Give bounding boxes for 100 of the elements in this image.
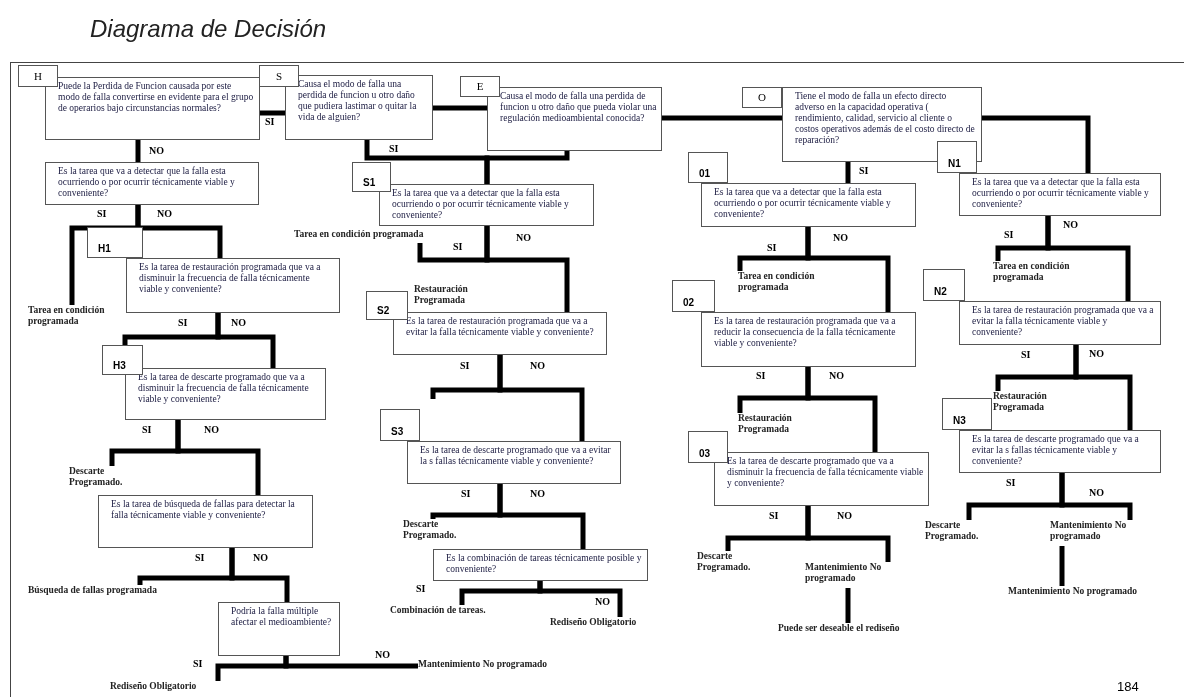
code-tag: H1 bbox=[87, 227, 143, 258]
outcome-text: Descarte Programado. bbox=[697, 551, 763, 577]
connector-line bbox=[283, 656, 418, 669]
edge-label: NO bbox=[203, 425, 220, 435]
connector-line bbox=[1059, 546, 1065, 586]
edge-label: NO bbox=[529, 361, 546, 371]
question-box: Es la tarea que va a detectar que la falla esta ocurriendo o por ocurrir técnicamente viable y conveniente? bbox=[45, 162, 259, 205]
edge-label: NO bbox=[529, 489, 546, 499]
outcome-text: Mantenimiento No programado bbox=[418, 659, 568, 673]
edge-label: SI bbox=[452, 242, 464, 252]
connector-line bbox=[484, 151, 570, 184]
code-tag: S bbox=[259, 65, 299, 87]
edge-label: NO bbox=[832, 233, 849, 243]
question-box: Podría la falla múltiple afectar el medioambiente? bbox=[218, 602, 340, 656]
edge-label: SI bbox=[96, 209, 108, 219]
edge-label: SI bbox=[194, 553, 206, 563]
edge-label: NO bbox=[1088, 488, 1105, 498]
code-tag: O bbox=[742, 87, 782, 108]
connector-line bbox=[1059, 473, 1133, 520]
outcome-text: Mantenimiento No programado bbox=[805, 562, 897, 588]
edge-label: NO bbox=[252, 553, 269, 563]
connector-line bbox=[537, 581, 623, 617]
connector-line bbox=[805, 506, 891, 562]
connector-line bbox=[805, 227, 891, 312]
question-box: Puede la Perdida de Funcion causada por este modo de falla convertirse en evidente para el grupo de operarios bajo circunstancias normales? bbox=[45, 77, 260, 140]
outcome-text: Restauración Programada bbox=[993, 391, 1068, 417]
connector-line bbox=[135, 140, 141, 162]
edge-label: SI bbox=[1003, 230, 1015, 240]
diagram-title: Diagrama de Decisión bbox=[90, 14, 327, 44]
outcome-text: Descarte Programado. bbox=[925, 520, 991, 546]
edge-label: NO bbox=[1062, 220, 1079, 230]
connector-line bbox=[845, 588, 851, 623]
code-tag: E bbox=[460, 76, 500, 97]
connector-line bbox=[433, 105, 487, 111]
code-tag: S3 bbox=[380, 409, 420, 441]
outcome-text: Rediseño Obligatorio bbox=[550, 617, 660, 631]
question-box: Es la tarea de restauración programada que va a disminuir la frecuencia de falla técnicamente viable y conveniente? bbox=[126, 258, 340, 313]
edge-label: NO bbox=[230, 318, 247, 328]
outcome-text: Tarea en condición programada bbox=[993, 261, 1083, 287]
outcome-text: Restauración Programada bbox=[738, 413, 813, 439]
question-box: Es la tarea de descarte programado que va a disminuir la frecuencia de falla técnicamente viable y conveniente? bbox=[714, 452, 929, 506]
connector-line bbox=[805, 367, 878, 452]
outcome-text: Búsqueda de fallas programada bbox=[28, 585, 178, 599]
connector-line bbox=[484, 226, 570, 312]
edge-label: SI bbox=[460, 489, 472, 499]
question-box: Es la tarea que va a detectar que la falla esta ocurriendo o por ocurrir técnicamente viable y conveniente? bbox=[379, 184, 594, 226]
outcome-text: Mantenimiento No programado bbox=[1008, 586, 1158, 600]
connector-line bbox=[497, 484, 586, 549]
question-box: Causa el modo de falla una perdida de funcion u otro daño que pueda violar una regulación medioambiental conocida? bbox=[487, 87, 662, 151]
outcome-text: Tarea en condición programada bbox=[294, 229, 444, 243]
edge-label: SI bbox=[459, 361, 471, 371]
edge-label: SI bbox=[415, 584, 427, 594]
code-tag: 01 bbox=[688, 152, 728, 183]
question-box: Es la tarea que va a detectar que la falla esta ocurriendo o por ocurrir técnicamente viable y conveniente? bbox=[701, 183, 916, 227]
connector-line bbox=[662, 115, 782, 121]
connector-line bbox=[982, 115, 1091, 173]
code-tag: H3 bbox=[102, 345, 143, 375]
code-tag: S2 bbox=[366, 291, 408, 320]
connector-line bbox=[497, 355, 585, 441]
connector-line bbox=[215, 313, 276, 368]
connector-line bbox=[845, 162, 851, 183]
edge-label: SI bbox=[141, 425, 153, 435]
edge-label: SI bbox=[1005, 478, 1017, 488]
question-box: Es la tarea de descarte programado que va a evitar la s fallas técnicamente viable y conveniente? bbox=[407, 441, 621, 484]
edge-label: SI bbox=[1020, 350, 1032, 360]
edge-label: SI bbox=[768, 511, 780, 521]
edge-label: SI bbox=[766, 243, 778, 253]
code-tag: H bbox=[18, 65, 58, 87]
code-tag: N3 bbox=[942, 398, 992, 430]
question-box: Es la tarea de búsqueda de fallas para detectar la falla técnicamente viable y conveniente? bbox=[98, 495, 313, 548]
edge-label: NO bbox=[836, 511, 853, 521]
outcome-text: Mantenimiento No programado bbox=[1050, 520, 1142, 546]
connector-line bbox=[229, 548, 290, 602]
edge-label: SI bbox=[388, 144, 400, 154]
question-box: Es la tarea de restauración programada que va a evitar la falla técnicamente viable y conveniente? bbox=[959, 301, 1161, 345]
outcome-text: Restauración Programada bbox=[414, 284, 469, 307]
edge-label: NO bbox=[156, 209, 173, 219]
edge-label: NO bbox=[828, 371, 845, 381]
page-number: 184 bbox=[1117, 680, 1140, 693]
code-tag: 03 bbox=[688, 431, 728, 463]
connector-line bbox=[260, 110, 285, 116]
edge-label: SI bbox=[858, 166, 870, 176]
code-tag: N2 bbox=[923, 269, 965, 301]
code-tag: 02 bbox=[672, 280, 715, 312]
edge-label: NO bbox=[594, 597, 611, 607]
outcome-text: Rediseño Obligatorio bbox=[110, 681, 225, 695]
edge-label: SI bbox=[177, 318, 189, 328]
outcome-text: Descarte Programado. bbox=[403, 519, 469, 545]
question-box: Causa el modo de falla una perdida de funcion u otro daño que pudiera lastimar o quitar la vida de alguien? bbox=[285, 75, 433, 140]
outcome-text: Tarea en condición programada bbox=[28, 305, 120, 333]
edge-label: SI bbox=[192, 659, 204, 669]
connector-line bbox=[1073, 345, 1133, 430]
question-box: Es la tarea que va a detectar que la falla esta ocurriendo o por ocurrir técnicamente viable y conveniente? bbox=[959, 173, 1161, 216]
edge-label: SI bbox=[264, 117, 276, 127]
edge-label: NO bbox=[148, 146, 165, 156]
code-tag: N1 bbox=[937, 141, 977, 173]
connector-line bbox=[1045, 216, 1131, 301]
outcome-text: Puede ser deseable el rediseño bbox=[778, 623, 923, 637]
connector-line bbox=[175, 420, 261, 495]
connector-line bbox=[135, 205, 223, 258]
